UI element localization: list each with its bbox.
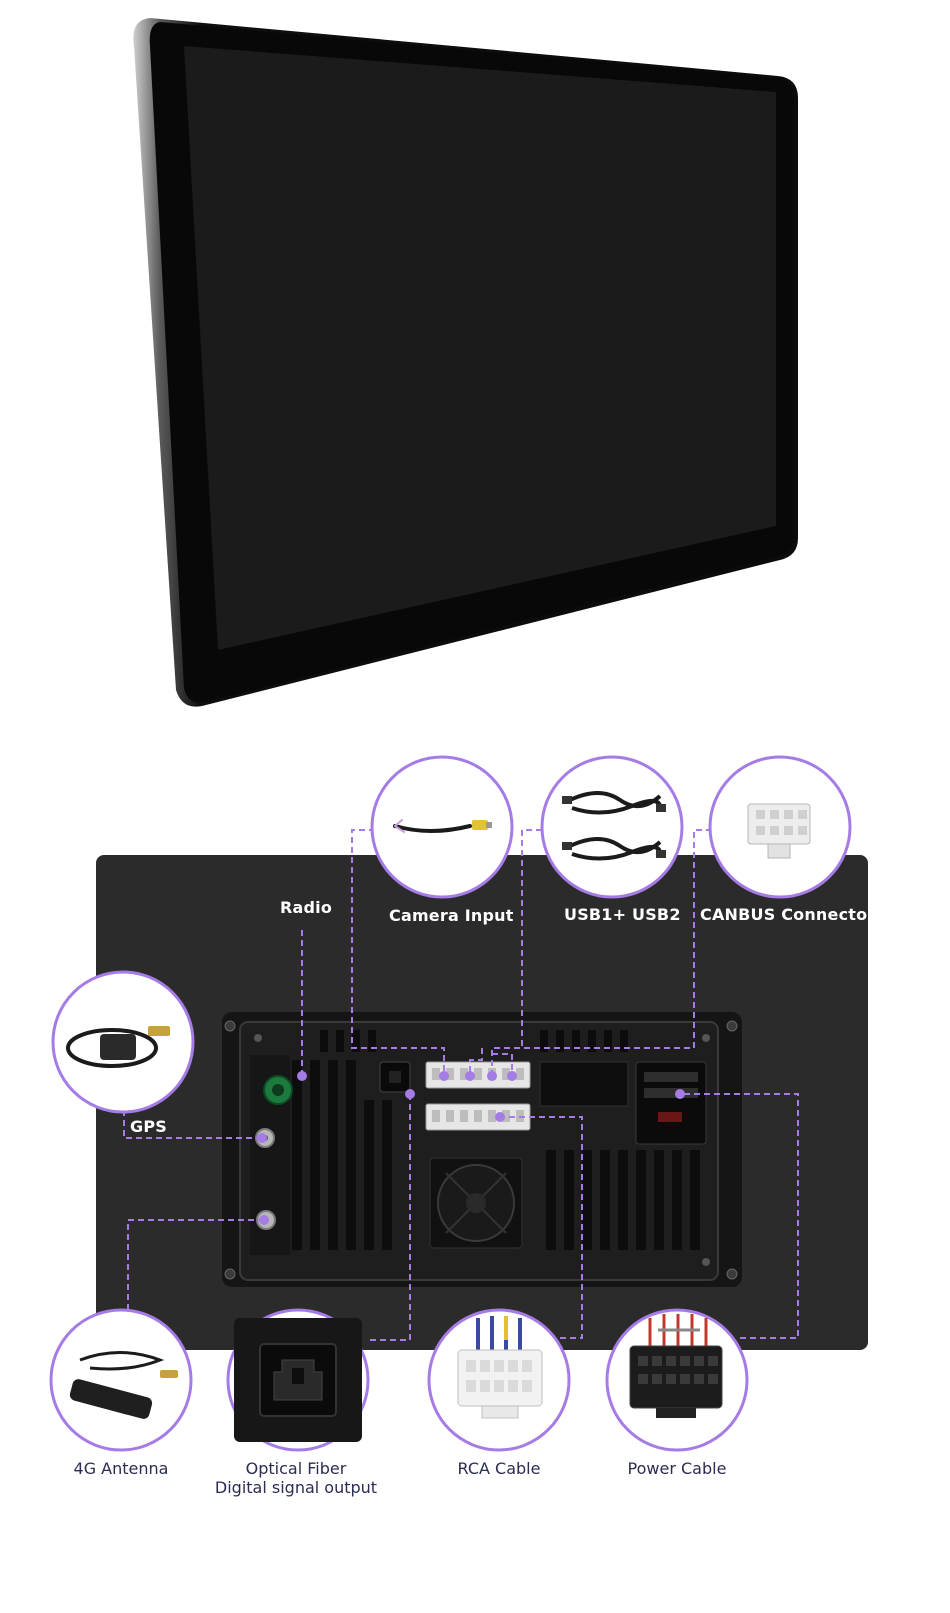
gps-antenna-icon — [66, 1026, 170, 1068]
power-connector-icon — [629, 1314, 723, 1418]
optical-callout-circle — [226, 1308, 370, 1452]
leader-dots — [257, 1071, 685, 1225]
power-cable-label: Power Cable — [627, 1459, 727, 1478]
usb-label: USB1+ USB2 — [564, 905, 681, 924]
camera-cable-icon — [393, 819, 492, 833]
camera-input-label: Camera Input — [389, 906, 514, 925]
mounting-panel — [96, 855, 868, 1350]
4g-antenna-label: 4G Antenna — [73, 1459, 169, 1478]
optical-line-2: Digital signal output — [214, 1478, 378, 1497]
usb-cable-icon — [569, 791, 663, 861]
gps-label: GPS — [130, 1117, 167, 1136]
head-unit-front — [133, 18, 799, 707]
rca-callout-circle — [427, 1308, 571, 1452]
gps-callout-circle — [51, 970, 195, 1114]
rear-chassis — [222, 1012, 742, 1287]
4g-antenna-icon — [69, 1351, 178, 1419]
optical-port-icon — [234, 1318, 362, 1442]
display-screen — [184, 46, 776, 650]
canbus-connector-icon — [747, 803, 811, 859]
optical-fiber-label: Optical Fiber Digital signal output — [196, 1459, 396, 1497]
usb-callout-circle — [540, 755, 684, 899]
radio-label: Radio — [280, 898, 333, 917]
canbus-label: CANBUS Connector — [700, 905, 876, 924]
rca-connector-icon — [457, 1316, 543, 1419]
power-callout-circle — [605, 1308, 749, 1452]
canbus-callout-circle — [708, 755, 852, 899]
rca-cable-label: RCA Cable — [457, 1459, 541, 1478]
optical-line-1: Optical Fiber — [245, 1459, 347, 1478]
camera-callout-circle — [370, 755, 514, 899]
4g-callout-circle — [49, 1308, 193, 1452]
